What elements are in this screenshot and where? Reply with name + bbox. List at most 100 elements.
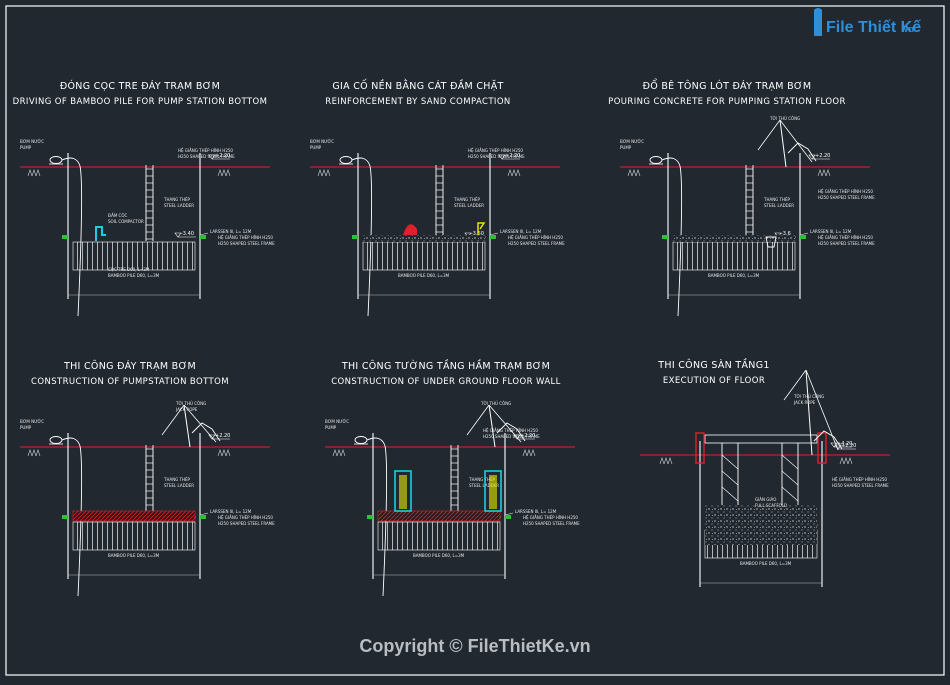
pump-label-en: PUMP: [20, 145, 32, 150]
panel-title-vi: ĐÓNG CỌC TRE ĐÁY TRẠM BƠM: [60, 80, 220, 92]
crane-brace: [813, 430, 843, 450]
pump-label-vi: BƠM NƯỚC: [620, 139, 644, 144]
soil-mark: [843, 457, 849, 465]
construction-panels: ĐÓNG CỌC TRE ĐÁY TRẠM BƠM DRIVING OF BAMB…: [13, 79, 890, 597]
leader-line: [799, 232, 809, 236]
annotation-vi: THANG THÉP: [763, 197, 791, 202]
soil-mark: [27, 169, 33, 177]
crane-cable: [161, 404, 185, 436]
pile-label: BAMBOO PILE D60, L=3M: [413, 553, 465, 558]
soil-mark: [221, 169, 227, 177]
pile-label: BAMBOO PILE D60, L=3M: [108, 273, 160, 278]
pile-label: BAMBOO PILE D60, L=3M: [398, 273, 450, 278]
logo-text: File Thiết Kế: [826, 19, 921, 36]
panel-title-en: DRIVING OF BAMBOO PILE FOR PUMP STATION …: [13, 97, 268, 107]
level-text: -3.6: [781, 231, 791, 237]
bamboo-pile-zone: [72, 521, 196, 551]
annotation-en: H250 SHAPED STEEL FRAME: [218, 521, 275, 526]
wall-formwork: [394, 470, 412, 512]
larssen-label: LARSSEN III, L= 12M: [500, 229, 542, 234]
leader-line: [199, 232, 209, 236]
soil-symbol: [217, 169, 231, 177]
scaffold-brace: [721, 454, 739, 470]
crane-cable: [783, 369, 807, 401]
rebar-slab: [377, 510, 501, 522]
strut-right: [200, 235, 206, 239]
soil-mark: [336, 449, 342, 457]
strut-right: [505, 515, 511, 519]
crane-label: TỜI THỦ CÔNG: [769, 116, 800, 121]
annotation-en: H250 SHAPED STEEL FRAME: [218, 241, 275, 246]
annotation-vi: THANG THÉP: [163, 197, 191, 202]
crane-stay: [779, 119, 813, 163]
pump-symbol: [354, 436, 388, 597]
soil-mark: [507, 169, 513, 177]
manual-crane: [757, 119, 817, 168]
annotation-vi: TỜI THỦ CÔNG: [175, 401, 206, 406]
annotation-en: FULL SCAFFOLD: [755, 503, 787, 508]
soil-symbol: [332, 449, 346, 457]
scaffold-brace: [781, 454, 799, 470]
pump-label-vi: BƠM NƯỚC: [325, 419, 349, 424]
soil-mark: [511, 169, 517, 177]
annotation-en: H250 SHAPED STEEL FRAME: [832, 483, 889, 488]
pump-body: [49, 156, 63, 164]
soil-mark: [225, 169, 231, 177]
pump-body: [354, 436, 368, 444]
soil-mark: [530, 449, 536, 457]
annotation-en: H250 SHAPED STEEL FRAME: [818, 195, 875, 200]
level-text: +2.20: [215, 153, 230, 159]
steel-ladder: [435, 165, 444, 241]
soil-symbol: [27, 449, 41, 457]
soil-mark: [635, 169, 641, 177]
soil-mark: [821, 169, 827, 177]
soil-symbol: [627, 169, 641, 177]
concrete-bucket: [765, 236, 777, 248]
pump-symbol: [49, 156, 83, 317]
soil-mark: [332, 449, 338, 457]
leader-line: [199, 512, 209, 516]
scaffold-brace: [721, 486, 739, 502]
larssen-label: LARSSEN III, L= 12M: [210, 229, 252, 234]
level-text: +2.20: [215, 433, 230, 439]
steel-ladder: [145, 165, 154, 241]
level-triangle: [174, 232, 182, 238]
annotation-en: H250 SHAPED STEEL FRAME: [523, 521, 580, 526]
strut-left: [367, 515, 373, 519]
level-text: +2.20: [815, 153, 830, 159]
leader-line: [489, 232, 499, 236]
soil-mark: [526, 449, 532, 457]
soil-symbol: [317, 169, 331, 177]
panel-title-en: EXECUTION OF FLOOR: [663, 376, 765, 386]
pump-label-en: PUMP: [620, 145, 632, 150]
soil-compactor: [95, 226, 106, 241]
soil-mark: [659, 457, 665, 465]
soil-mark: [522, 449, 528, 457]
annotation-vi: TỜI THỦ CÔNG: [793, 394, 824, 399]
pump-label-vi: BƠM NƯỚC: [20, 419, 44, 424]
manual-crane: [161, 404, 221, 448]
level-triangle: [498, 154, 506, 160]
pump-body: [49, 436, 63, 444]
pump-label-en: PUMP: [310, 145, 322, 150]
soil-mark: [627, 169, 633, 177]
annotation-en: STEEL LADDER: [454, 203, 484, 208]
annotation-vi: GIÀN GIÁO: [755, 497, 776, 502]
annotation-en: JACK ROPE: [793, 400, 816, 405]
annotation-en: STEEL LADDER: [469, 483, 499, 488]
panel-title-vi: THI CÔNG SÀN TẦNG1: [657, 358, 769, 371]
level-text: +2.20: [841, 443, 856, 449]
pump-label-en: PUMP: [325, 425, 337, 430]
strut-left: [62, 515, 68, 519]
wall-rebar: [399, 475, 407, 509]
crane-brace: [496, 422, 526, 442]
strut-right: [800, 235, 806, 239]
